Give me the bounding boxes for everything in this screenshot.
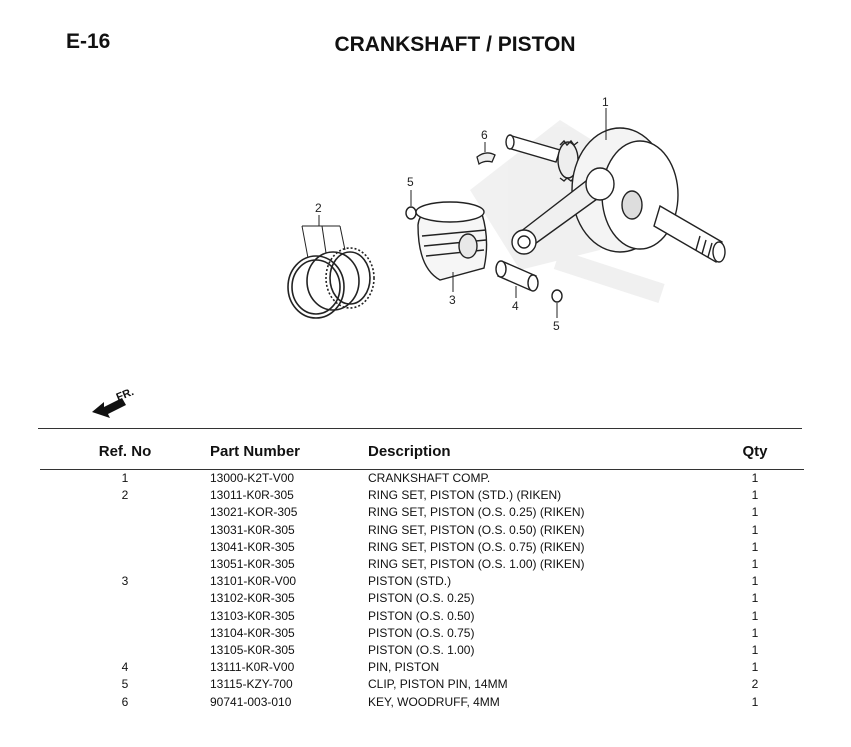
leader-lines: [301, 108, 607, 318]
parts-diagram: 1 2 3 4 5 5 6 FR.: [92, 95, 726, 418]
ref-no-cell: [40, 539, 210, 556]
front-direction-arrow-icon: FR.: [92, 386, 136, 418]
ref-no-cell: [40, 608, 210, 625]
part-number-cell: 13105-K0R-305: [210, 642, 295, 657]
page-code: E-16: [66, 30, 111, 53]
qty-cell: 1: [751, 642, 759, 657]
qty-cell: 1: [751, 488, 759, 503]
table-top-rule: [38, 428, 802, 429]
ref-no-cell: 1: [121, 471, 129, 486]
description-cell: PISTON (O.S. 0.50): [368, 608, 475, 623]
column-header-description: Description: [368, 442, 451, 460]
callout-3: 3: [449, 293, 456, 307]
table-row: 1 13000-K2T-V00 CRANKSHAFT COMP. 1: [40, 466, 802, 487]
ref-no-cell: [40, 590, 210, 607]
part-number-cell: 13104-K0R-305: [210, 625, 295, 640]
piston-rings-drawing: [287, 247, 375, 319]
parts-table: Ref. No Part Number Description Qty 1 13…: [40, 436, 802, 711]
ref-no-cell: [40, 556, 210, 573]
description-cell: KEY, WOODRUFF, 4MM: [368, 694, 500, 709]
qty-cell: 1: [751, 471, 759, 486]
ref-no-cell: 3: [121, 574, 129, 589]
table-row: 3 13101-K0R-V00 PISTON (STD.) 1: [40, 573, 802, 590]
qty-cell: 1: [751, 694, 759, 709]
qty-cell: 1: [751, 625, 759, 640]
column-header-qty: Qty: [742, 442, 768, 460]
description-cell: PISTON (STD.): [368, 574, 452, 589]
callout-2: 2: [315, 201, 322, 215]
part-number-cell: 13115-KZY-700: [210, 677, 293, 692]
table-row: 13104-K0R-305 PISTON (O.S. 0.75) 1: [40, 625, 802, 642]
qty-cell: 1: [751, 591, 759, 606]
qty-cell: 1: [751, 557, 759, 572]
part-number-cell: 13011-K0R-305: [210, 488, 294, 503]
description-cell: RING SET, PISTON (STD.) (RIKEN): [368, 488, 562, 503]
callout-5b: 5: [553, 319, 560, 333]
ref-no-cell: 5: [121, 677, 129, 692]
parts-table-body: 1 13000-K2T-V00 CRANKSHAFT COMP. 1 2 130…: [40, 466, 802, 711]
qty-cell: 1: [751, 505, 759, 520]
piston-drawing: [415, 201, 488, 281]
description-cell: RING SET, PISTON (O.S. 0.50) (RIKEN): [368, 522, 585, 537]
qty-cell: 1: [751, 574, 759, 589]
ref-no-cell: 2: [121, 488, 129, 503]
woodruff-key-drawing: [476, 152, 496, 166]
description-cell: RING SET, PISTON (O.S. 0.75) (RIKEN): [368, 539, 585, 554]
table-row: 13031-K0R-305 RING SET, PISTON (O.S. 0.5…: [40, 522, 802, 539]
qty-cell: 1: [751, 608, 759, 623]
description-cell: CLIP, PISTON PIN, 14MM: [368, 677, 508, 692]
callout-4: 4: [512, 299, 519, 313]
table-header-rule: [40, 469, 804, 470]
table-header-row: Ref. No Part Number Description Qty: [40, 436, 802, 466]
description-cell: PISTON (O.S. 1.00): [368, 642, 475, 657]
part-number-cell: 13111-K0R-V00: [210, 660, 295, 675]
callout-1: 1: [602, 95, 609, 109]
table-row: 13103-K0R-305 PISTON (O.S. 0.50) 1: [40, 608, 802, 625]
table-row: 6 90741-003-010 KEY, WOODRUFF, 4MM 1: [40, 693, 802, 710]
page-title: CRANKSHAFT / PISTON: [334, 33, 576, 56]
callout-6: 6: [481, 128, 488, 142]
ref-no-cell: [40, 504, 210, 521]
table-row: 13051-K0R-305 RING SET, PISTON (O.S. 1.0…: [40, 556, 802, 573]
table-row: 2 13011-K0R-305 RING SET, PISTON (STD.) …: [40, 487, 802, 504]
qty-cell: 1: [751, 522, 759, 537]
part-number-cell: 13021-KOR-305: [210, 505, 298, 520]
ref-no-cell: 4: [121, 660, 129, 675]
column-header-part-number: Part Number: [210, 442, 301, 460]
ref-no-cell: [40, 522, 210, 539]
description-cell: PISTON (O.S. 0.75): [368, 625, 475, 640]
part-number-cell: 13031-K0R-305: [210, 522, 295, 537]
part-number-cell: 13051-K0R-305: [210, 557, 295, 572]
piston-pin-drawing: [495, 260, 539, 292]
ref-no-cell: 6: [121, 694, 129, 709]
description-cell: PISTON (O.S. 0.25): [368, 591, 475, 606]
description-cell: RING SET, PISTON (O.S. 1.00) (RIKEN): [368, 557, 585, 572]
part-number-cell: 13102-K0R-305: [210, 591, 295, 606]
ref-no-cell: [40, 625, 210, 642]
part-number-cell: 13000-K2T-V00: [210, 471, 295, 486]
part-number-cell: 13103-K0R-305: [210, 608, 295, 623]
description-cell: CRANKSHAFT COMP.: [368, 471, 491, 486]
qty-cell: 1: [751, 539, 759, 554]
column-header-ref-no: Ref. No: [98, 442, 152, 460]
front-direction-label: FR.: [115, 386, 136, 404]
description-cell: RING SET, PISTON (O.S. 0.25) (RIKEN): [368, 505, 585, 520]
crankshaft-drawing: [505, 127, 726, 264]
table-row: 13102-K0R-305 PISTON (O.S. 0.25) 1: [40, 590, 802, 607]
part-number-cell: 90741-003-010: [210, 694, 292, 709]
table-row: 13021-KOR-305 RING SET, PISTON (O.S. 0.2…: [40, 504, 802, 521]
part-number-cell: 13101-K0R-V00: [210, 574, 297, 589]
table-row: 5 13115-KZY-700 CLIP, PISTON PIN, 14MM 2: [40, 676, 802, 693]
ref-no-cell: [40, 642, 210, 659]
description-cell: PIN, PISTON: [368, 660, 440, 675]
table-row: 13041-K0R-305 RING SET, PISTON (O.S. 0.7…: [40, 539, 802, 556]
callout-5a: 5: [407, 175, 414, 189]
table-row: 13105-K0R-305 PISTON (O.S. 1.00) 1: [40, 642, 802, 659]
table-row: 4 13111-K0R-V00 PIN, PISTON 1: [40, 659, 802, 676]
qty-cell: 1: [751, 660, 759, 675]
piston-pin-clips-drawing: [405, 206, 563, 303]
part-number-cell: 13041-K0R-305: [210, 539, 295, 554]
qty-cell: 2: [751, 677, 759, 692]
